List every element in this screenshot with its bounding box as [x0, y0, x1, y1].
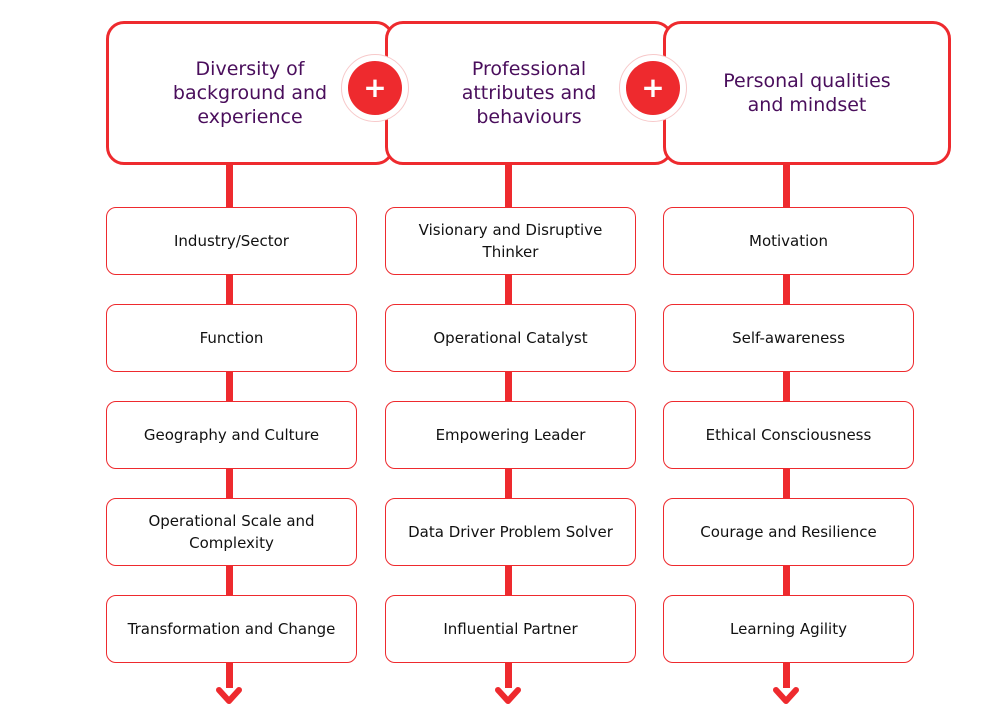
- item-label: Geography and Culture: [143, 426, 320, 444]
- plus-symbol: +: [626, 61, 680, 115]
- list-item: Function: [106, 304, 357, 372]
- list-item: Empowering Leader: [385, 401, 636, 469]
- item-label: Visionary and Disruptive Thinker: [418, 221, 603, 261]
- arrow-down-icon: [495, 687, 521, 704]
- item-label: Transformation and Change: [127, 620, 336, 638]
- column-title: Personal qualities and mindset: [723, 70, 891, 116]
- item-label: Influential Partner: [443, 620, 578, 638]
- list-item: Self-awareness: [663, 304, 914, 372]
- list-item: Transformation and Change: [106, 595, 357, 663]
- list-item: Industry/Sector: [106, 207, 357, 275]
- list-item: Operational Scale and Complexity: [106, 498, 357, 566]
- plus-symbol: +: [348, 61, 402, 115]
- list-item: Operational Catalyst: [385, 304, 636, 372]
- plus-icon: +: [341, 54, 409, 122]
- list-item: Geography and Culture: [106, 401, 357, 469]
- list-item: Data Driver Problem Solver: [385, 498, 636, 566]
- item-label: Motivation: [749, 232, 828, 250]
- list-item: Ethical Consciousness: [663, 401, 914, 469]
- list-item: Influential Partner: [385, 595, 636, 663]
- column-title: Diversity of background and experience: [172, 58, 328, 128]
- list-item: Motivation: [663, 207, 914, 275]
- list-item: Visionary and Disruptive Thinker: [385, 207, 636, 275]
- item-label: Data Driver Problem Solver: [408, 523, 613, 541]
- item-label: Self-awareness: [732, 329, 845, 347]
- item-label: Empowering Leader: [435, 426, 586, 444]
- item-label: Learning Agility: [730, 620, 847, 638]
- item-label: Operational Scale and Complexity: [148, 512, 315, 552]
- item-label: Operational Catalyst: [433, 329, 588, 347]
- plus-icon: +: [619, 54, 687, 122]
- item-label: Industry/Sector: [174, 232, 289, 250]
- list-item: Learning Agility: [663, 595, 914, 663]
- item-label: Function: [199, 329, 264, 347]
- column-header: Professional attributes and behaviours: [385, 21, 673, 165]
- column-title: Professional attributes and behaviours: [461, 58, 597, 128]
- list-item: Courage and Resilience: [663, 498, 914, 566]
- arrow-down-icon: [216, 687, 242, 704]
- item-label: Ethical Consciousness: [705, 426, 872, 444]
- arrow-down-icon: [773, 687, 799, 704]
- item-label: Courage and Resilience: [700, 523, 877, 541]
- column-header: Personal qualities and mindset: [663, 21, 951, 165]
